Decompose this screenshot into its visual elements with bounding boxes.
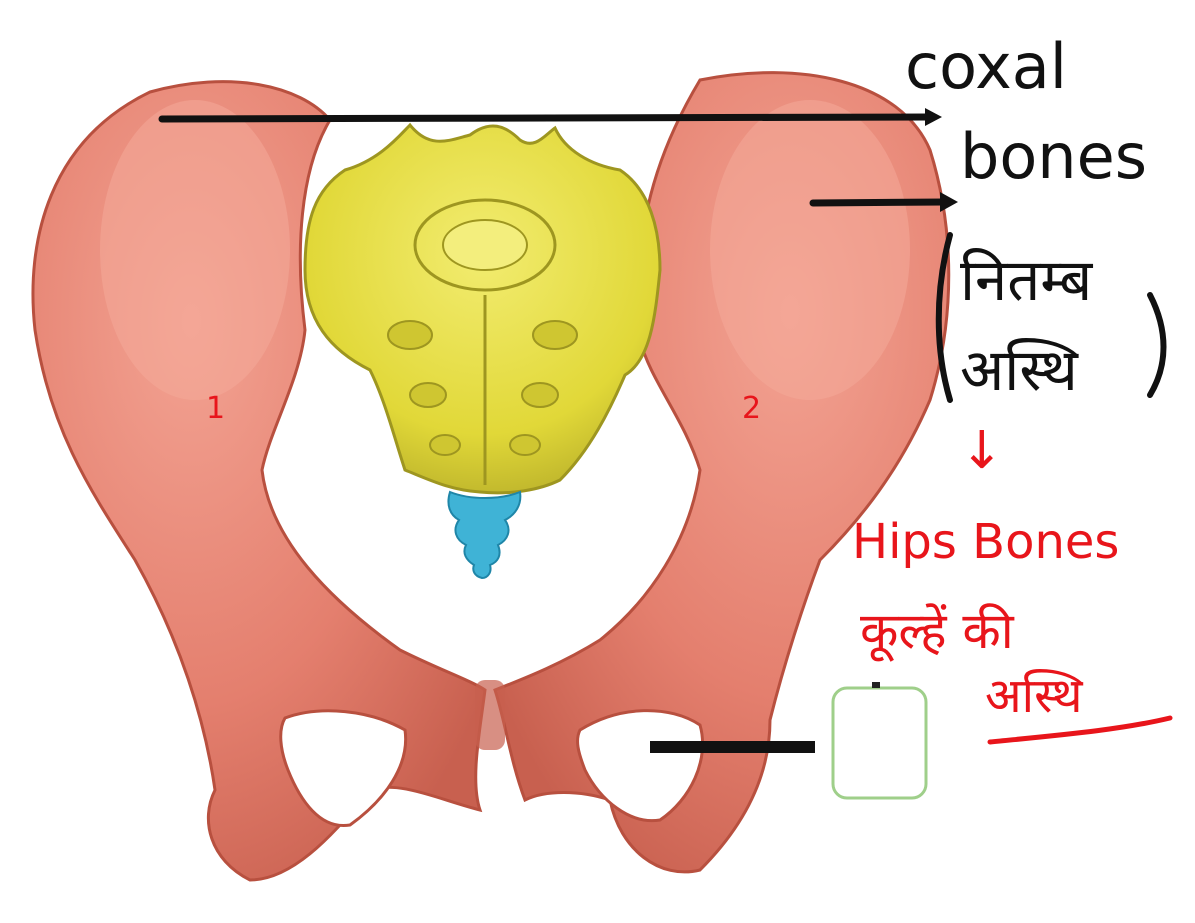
english-term-line-1: coxal	[905, 30, 1067, 103]
hindi-alt-term-line-2: अस्थि	[985, 668, 1084, 724]
empty-label-box-handle	[872, 682, 880, 688]
sacral-canal	[443, 220, 527, 270]
english-term-line-2: bones	[960, 120, 1147, 193]
iliac-pointer-line	[813, 202, 945, 203]
pubic-symphysis	[475, 680, 505, 750]
hindi-term-right-bracket	[1150, 295, 1164, 395]
bone-marker-2: 2	[742, 391, 761, 426]
bone-marker-1: 1	[206, 391, 225, 426]
sacral-foramen	[388, 321, 432, 349]
sacral-foramen	[410, 383, 446, 407]
coccyx	[448, 492, 520, 578]
english-alt-term: Hips Bones	[852, 514, 1119, 570]
sacral-foramen	[510, 435, 540, 455]
coxal-pointer-arrowhead	[925, 108, 942, 126]
right-iliac-fossa	[710, 100, 910, 400]
sacrum	[305, 125, 660, 493]
sacral-foramen	[430, 435, 460, 455]
translation-arrow: ↓	[960, 421, 1004, 481]
iliac-pointer-arrowhead	[940, 192, 958, 212]
sacral-foramen	[533, 321, 577, 349]
hindi-alt-term-line-1: कूल्हें की	[860, 602, 1015, 662]
coxal-pointer-line	[162, 117, 930, 119]
hindi-term-line-1: नितम्ब	[960, 246, 1093, 314]
sacral-foramen	[522, 383, 558, 407]
left-iliac-fossa	[100, 100, 290, 400]
empty-label-box[interactable]	[833, 688, 926, 798]
hindi-term-line-2: अस्थि	[960, 336, 1079, 404]
